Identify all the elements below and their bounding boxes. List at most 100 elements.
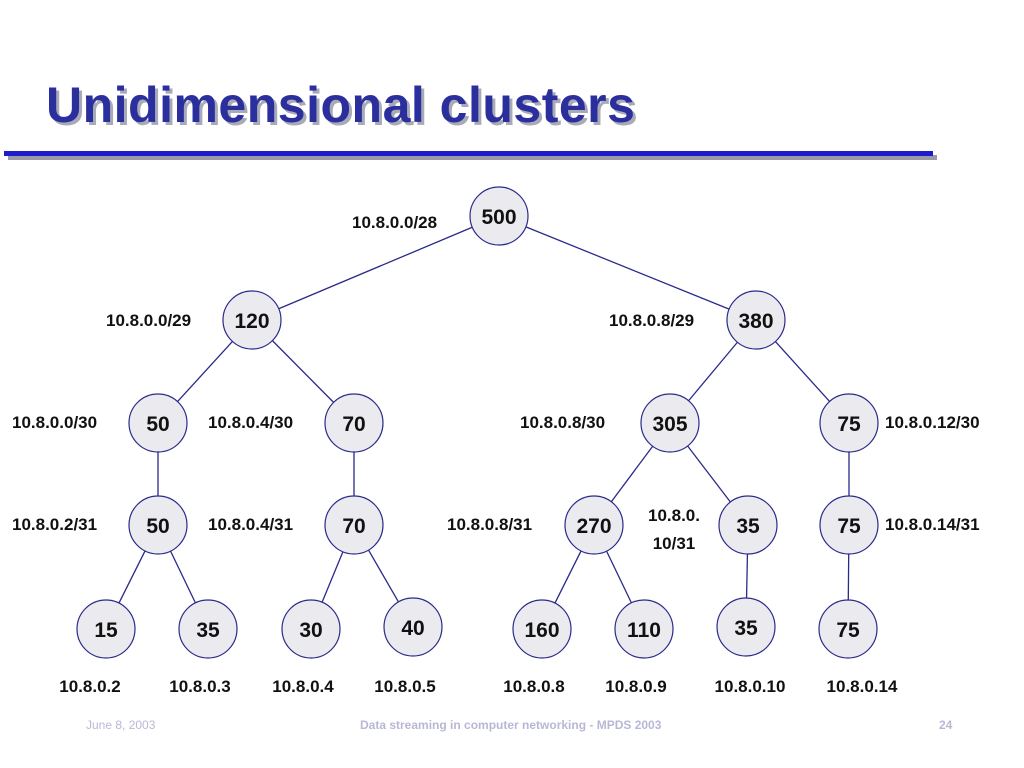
- edge-n270-l160: [554, 550, 582, 604]
- tree-node-l160: 160: [512, 599, 572, 659]
- node-circle: [469, 186, 529, 246]
- prefix-label-l160: 10.8.0.8: [503, 677, 564, 696]
- prefix-label-l30: 10.8.0.4: [272, 677, 334, 696]
- tree-node-l30: 30: [281, 599, 341, 659]
- node-count: 110: [627, 619, 661, 642]
- tree-node-n305: 305: [640, 393, 700, 453]
- node-circle: [128, 495, 188, 555]
- tree-node-n120: 120: [222, 290, 282, 350]
- tree-node-n50b: 50: [128, 495, 188, 555]
- prefix-label-n305: 10.8.0.8/30: [520, 413, 605, 432]
- prefix-label-n70b: 10.8.0.4/31: [208, 515, 293, 534]
- edge-n305-n35a: [687, 445, 731, 503]
- tree-node-n75b: 75: [819, 495, 879, 555]
- node-circle: [222, 290, 282, 350]
- node-circle: [178, 599, 238, 659]
- node-circle: [76, 599, 136, 659]
- node-count: 40: [401, 617, 424, 640]
- tree-node-n380: 380: [726, 290, 786, 350]
- node-circle: [564, 495, 624, 555]
- node-count: 75: [836, 619, 860, 642]
- node-count: 380: [738, 310, 773, 333]
- edge-n270-l110: [605, 550, 633, 604]
- prefix-label-root: 10.8.0.0/28: [352, 213, 437, 232]
- prefix-label-n75a: 10.8.0.12/30: [885, 413, 980, 432]
- tree-node-n270: 270: [564, 495, 624, 555]
- tree-node-n70b: 70: [324, 495, 384, 555]
- node-count: 120: [234, 310, 269, 333]
- tree-node-l40: 40: [383, 597, 443, 657]
- node-count: 160: [524, 619, 559, 642]
- node-count: 35: [734, 617, 758, 640]
- prefix-label-n50b: 10.8.0.2/31: [12, 515, 97, 534]
- node-count: 75: [837, 413, 861, 436]
- tree-node-l110: 110: [614, 599, 674, 659]
- node-circle: [383, 597, 443, 657]
- node-circle: [128, 393, 188, 453]
- node-count: 50: [146, 413, 169, 436]
- node-count: 15: [94, 619, 118, 642]
- prefix-label-n70a: 10.8.0.4/30: [208, 413, 293, 432]
- tree-node-n50a: 50: [128, 393, 188, 453]
- edge-root-n380: [525, 226, 730, 310]
- node-circle: [614, 599, 674, 659]
- tree-node-l35: 35: [178, 599, 238, 659]
- edge-n70b-l30: [321, 551, 344, 603]
- node-count: 305: [652, 413, 687, 436]
- tree-node-l15: 15: [76, 599, 136, 659]
- title-rule-shadow: [8, 155, 937, 160]
- node-circle: [640, 393, 700, 453]
- footer-title: Data streaming in computer networking - …: [360, 718, 662, 732]
- title-rule: [4, 151, 933, 156]
- node-count: 70: [342, 515, 365, 538]
- node-circle: [324, 495, 384, 555]
- edge-n120-n70a: [271, 340, 335, 403]
- node-count: 270: [576, 515, 611, 538]
- tree-nodes: 500 120 380 50 70 305 75 50 70 270 35 75 15 35 30 40 160…: [76, 186, 879, 659]
- node-count: 35: [736, 515, 760, 538]
- node-circle: [512, 599, 572, 659]
- tree-node-n75a: 75: [819, 393, 879, 453]
- prefix-label-n35a: 10.8.0.: [648, 506, 700, 525]
- tree-node-n35a: 35: [718, 495, 778, 555]
- node-circle: [819, 495, 879, 555]
- tree-node-l35b: 35: [716, 597, 776, 657]
- prefix-label-l35: 10.8.0.3: [169, 677, 230, 696]
- node-circle: [281, 599, 341, 659]
- edge-n70b-l40: [367, 549, 400, 603]
- tree-node-l75: 75: [818, 599, 878, 659]
- node-count: 50: [146, 515, 169, 538]
- slide-title: Unidimensional clusters: [46, 77, 636, 133]
- edge-n35a-l35b: [745, 553, 749, 599]
- prefix-label-n120: 10.8.0.0/29: [106, 311, 191, 330]
- node-circle: [718, 495, 778, 555]
- node-circle: [818, 599, 878, 659]
- edge-n305-n270: [610, 445, 654, 503]
- node-circle: [726, 290, 786, 350]
- prefix-label-l75: 10.8.0.14: [827, 677, 898, 696]
- edge-root-n120: [278, 226, 473, 310]
- tree-node-n70a: 70: [324, 393, 384, 453]
- node-count: 30: [299, 619, 322, 642]
- prefix-label-n50a: 10.8.0.0/30: [12, 413, 97, 432]
- prefix-label-l110: 10.8.0.9: [605, 677, 666, 696]
- prefix-label-l40: 10.8.0.5: [374, 677, 435, 696]
- prefix-label-l35b: 10.8.0.10: [715, 677, 786, 696]
- node-count: 500: [481, 206, 516, 229]
- prefix-label-n75b: 10.8.0.14/31: [885, 515, 980, 534]
- node-circle: [324, 393, 384, 453]
- edge-n380-n75a: [774, 341, 831, 402]
- edge-n50b-l15: [118, 550, 146, 604]
- node-circle: [819, 393, 879, 453]
- footer-date: June 8, 2003: [86, 718, 156, 732]
- tree-edges: [118, 226, 850, 604]
- edge-n120-n50a: [177, 340, 233, 403]
- edge-n380-n305: [688, 341, 738, 402]
- node-count: 70: [342, 413, 365, 436]
- node-count: 75: [837, 515, 861, 538]
- node-circle: [716, 597, 776, 657]
- prefix-label-n270: 10.8.0.8/31: [447, 515, 532, 534]
- prefix-label-n35a-line2: 10/31: [653, 534, 696, 553]
